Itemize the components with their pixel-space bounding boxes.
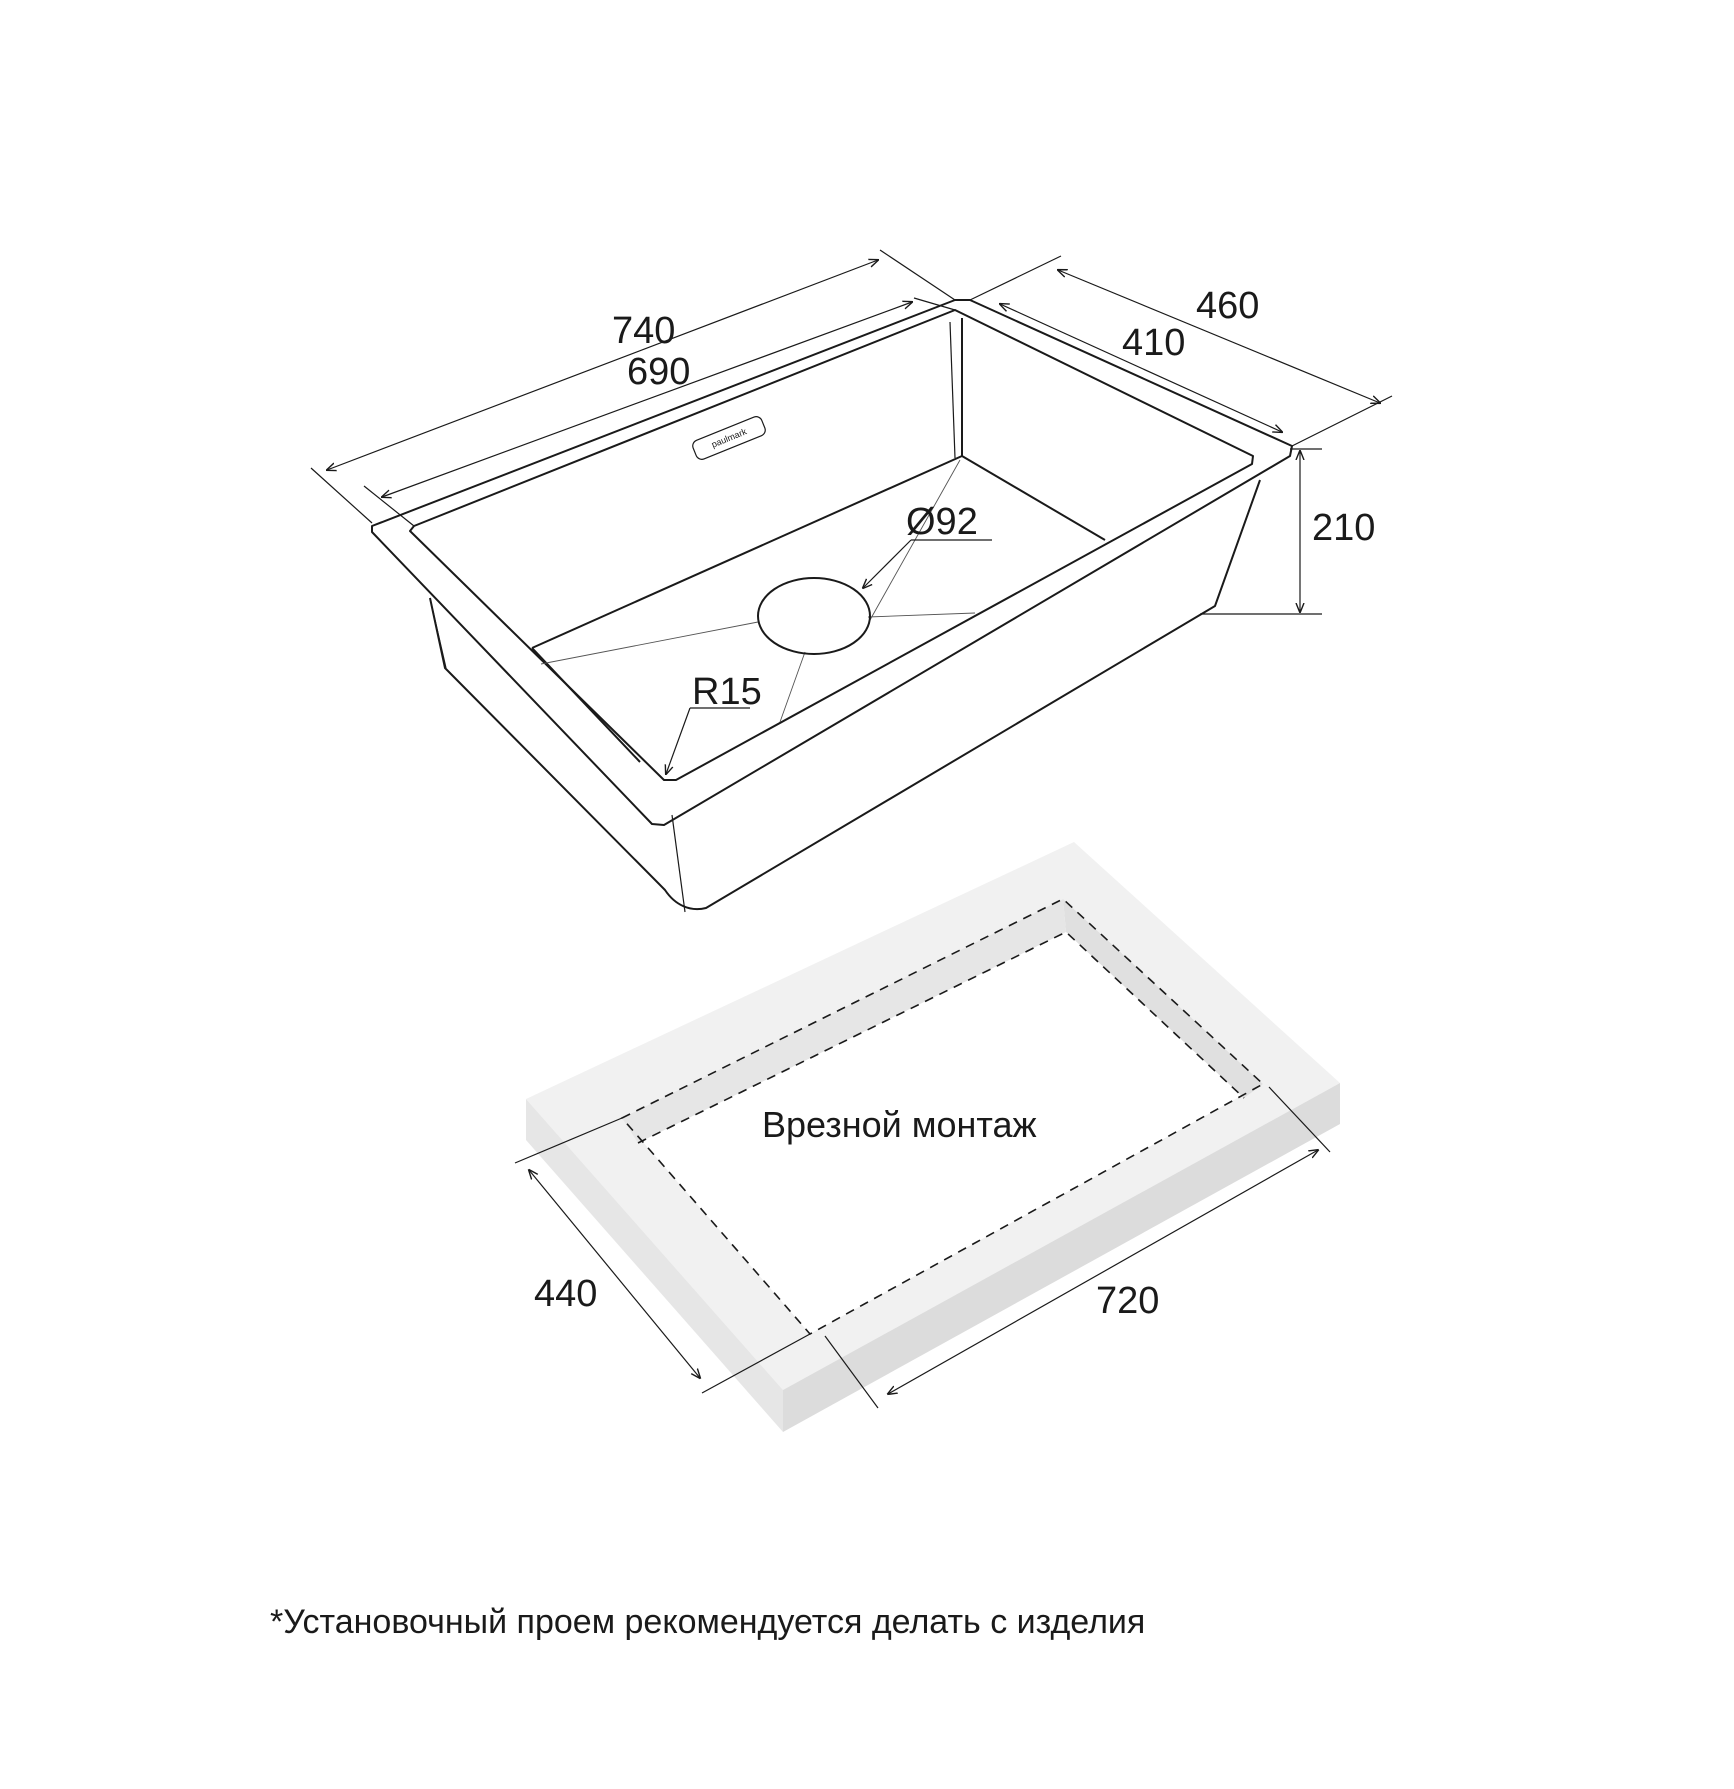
dimension-inner-length: 690	[363, 297, 956, 527]
dimension-label-440: 440	[534, 1273, 597, 1315]
countertop-inner-wall-left	[622, 899, 1066, 1143]
countertop-cutout-view: Врезной монтаж 440 720	[514, 842, 1340, 1432]
cutout-outline	[620, 898, 1265, 1336]
dimension-inner-width: 410	[1000, 304, 1282, 432]
dimension-depth: 210	[1200, 448, 1375, 615]
dimension-cutout-width: 440	[514, 1117, 811, 1394]
drain-hole	[757, 577, 871, 655]
brand-logo-text: paulmark	[710, 426, 749, 449]
brand-logo: paulmark	[692, 416, 766, 460]
sink-bowl	[531, 318, 1106, 763]
countertop-inner-wall-back	[1063, 899, 1263, 1098]
dimension-label-460: 460	[1196, 285, 1259, 327]
sink-exterior-walls	[429, 479, 1261, 913]
dimension-label-410: 410	[1122, 322, 1185, 364]
sink-rim-inner	[409, 309, 1254, 781]
countertop-top-face	[526, 842, 1340, 1390]
dimension-label-210: 210	[1312, 507, 1375, 549]
dimension-label-740: 740	[612, 310, 675, 352]
dimension-label-drain: Ø92	[906, 501, 978, 543]
sink-rim-outer	[371, 299, 1293, 826]
installation-footnote: *Установочный проем рекомендуется делать…	[270, 1603, 1145, 1641]
dimension-label-720: 720	[1096, 1280, 1159, 1322]
dimension-label-690: 690	[627, 351, 690, 393]
sink-isometric-view: paulmark 740 690 460 410	[310, 249, 1393, 913]
dimension-cutout-length: 720	[824, 1086, 1331, 1409]
dimension-label-r15: R15	[692, 671, 762, 713]
dimension-drain-diameter: Ø92	[863, 501, 992, 588]
cutout-title: Врезной монтаж	[762, 1104, 1037, 1145]
dimension-corner-radius: R15	[666, 671, 762, 774]
